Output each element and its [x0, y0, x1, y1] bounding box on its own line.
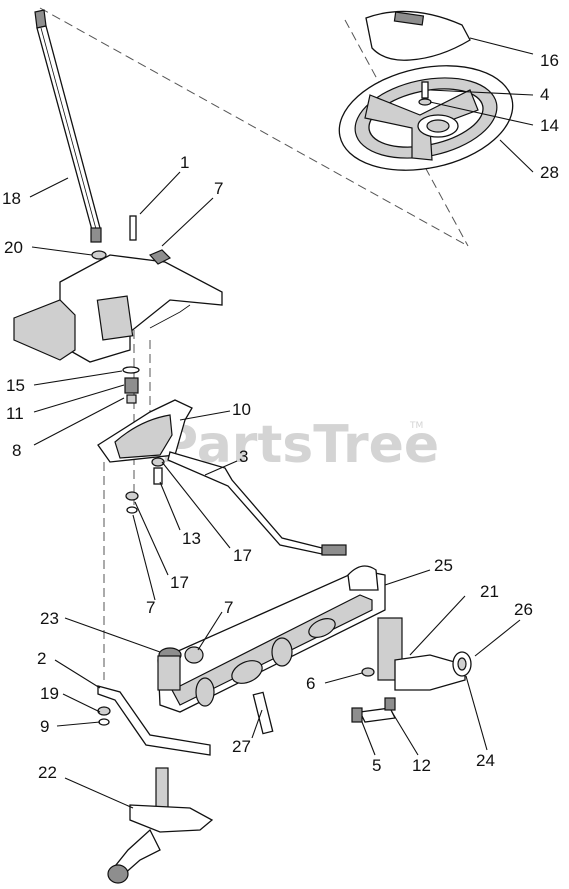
callout-17-upper: 17	[233, 546, 252, 565]
callout-3: 3	[239, 447, 248, 466]
callout-7-axle: 7	[224, 598, 233, 617]
callout-26: 26	[514, 600, 533, 619]
steering-support-plate	[13, 215, 223, 363]
steering-wheel	[338, 10, 514, 171]
steering-shaft	[34, 9, 102, 243]
callout-28: 28	[540, 163, 559, 182]
callout-5: 5	[372, 756, 381, 775]
callout-12: 12	[412, 756, 431, 775]
callout-22: 22	[38, 763, 57, 782]
callout-18: 18	[2, 189, 21, 208]
callout-23: 23	[40, 609, 59, 628]
callout-10: 10	[232, 400, 251, 419]
callout-20: 20	[4, 238, 23, 257]
callout-19: 19	[40, 684, 59, 703]
front-axle	[157, 565, 386, 735]
watermark-trademark: TM	[409, 421, 423, 431]
callout-13: 13	[182, 529, 201, 548]
callout-15: 15	[6, 376, 25, 395]
callout-21: 21	[480, 582, 499, 601]
drag-link	[167, 451, 347, 556]
wheel-bolt	[418, 81, 432, 106]
right-spindle	[351, 617, 472, 723]
callout-17-lower: 17	[170, 573, 189, 592]
callout-11: 11	[6, 404, 24, 423]
callout-7-top: 7	[214, 179, 223, 198]
callout-16: 16	[540, 51, 559, 70]
left-spindle	[97, 685, 214, 884]
callout-1: 1	[180, 153, 189, 172]
callout-24: 24	[476, 751, 495, 770]
callout-labels: 16 4 14 28 18 1 7 20 15 11 8 10 3 13 17 …	[2, 51, 559, 782]
callout-2: 2	[37, 649, 46, 668]
callout-27: 27	[232, 737, 251, 756]
pinion-stack	[122, 366, 140, 404]
callout-leader-lines	[29, 37, 534, 809]
callout-9: 9	[40, 717, 49, 736]
callout-14: 14	[540, 116, 559, 135]
steering-sector-gear	[97, 399, 193, 514]
callout-25: 25	[434, 556, 453, 575]
callout-4: 4	[540, 85, 549, 104]
callout-8: 8	[12, 441, 21, 460]
callout-6: 6	[306, 674, 315, 693]
callout-7-mid: 7	[146, 598, 155, 617]
